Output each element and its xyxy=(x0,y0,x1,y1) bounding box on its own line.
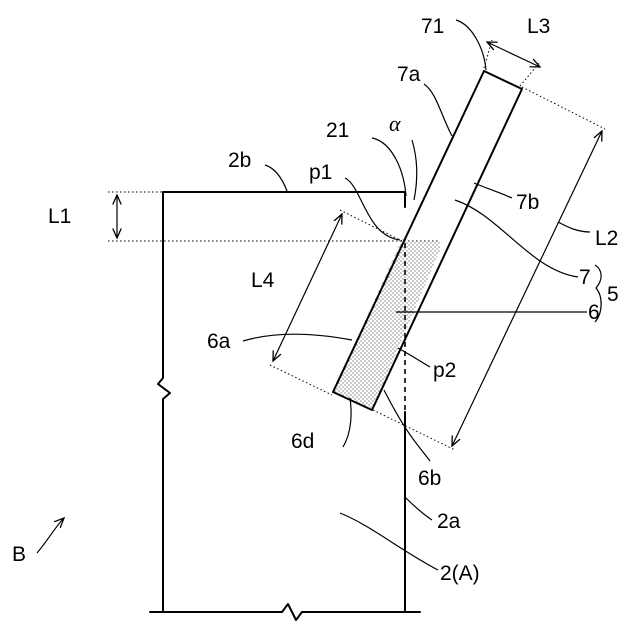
label-6: 6 xyxy=(588,301,600,324)
reference-labels: 71 L3 7a 21 α 2b p1 7b L1 L2 L4 7 5 6 6a… xyxy=(12,15,619,585)
ground-line xyxy=(150,604,420,620)
leader-B xyxy=(37,518,64,553)
l2-guide-bottom xyxy=(373,410,455,450)
leader-2a xyxy=(406,498,432,520)
label-alpha: α xyxy=(389,111,401,136)
leader-6b xyxy=(384,390,430,461)
label-L2: L2 xyxy=(595,227,618,250)
leader-2b xyxy=(265,165,287,191)
label-7: 7 xyxy=(579,266,591,289)
label-L4: L4 xyxy=(251,269,275,292)
label-2a: 2a xyxy=(437,510,461,533)
label-B: B xyxy=(12,543,26,566)
label-p2: p2 xyxy=(433,359,456,382)
leader-21 xyxy=(372,138,406,196)
label-p1: p1 xyxy=(309,161,332,184)
label-7b: 7b xyxy=(516,191,539,214)
label-6a: 6a xyxy=(207,330,231,353)
label-6b: 6b xyxy=(418,467,441,490)
base-member-2 xyxy=(150,192,420,620)
leader-6a xyxy=(243,334,352,341)
base-left-edge xyxy=(158,192,170,612)
label-6d: 6d xyxy=(291,430,314,453)
leader-p2 xyxy=(398,348,430,367)
label-L1: L1 xyxy=(48,205,71,228)
leader-7b xyxy=(474,183,512,198)
dim-L4-arrow xyxy=(273,214,342,361)
leader-alpha xyxy=(412,140,417,200)
leader-2A xyxy=(340,513,438,570)
label-2b: 2b xyxy=(228,149,251,172)
leader-71 xyxy=(456,20,486,70)
label-21: 21 xyxy=(326,119,349,142)
stipple-region-6 xyxy=(333,239,440,410)
leader-6d xyxy=(343,398,351,447)
l4-guide-bottom xyxy=(270,365,332,395)
label-2A: 2(A) xyxy=(440,562,480,585)
leader-7a xyxy=(424,84,452,136)
label-7a: 7a xyxy=(397,63,421,86)
l4-guide-top xyxy=(340,210,402,241)
label-5: 5 xyxy=(607,283,619,306)
label-71: 71 xyxy=(421,15,444,38)
label-L3: L3 xyxy=(527,15,550,38)
leader-p1 xyxy=(345,178,400,240)
l2-guide-top xyxy=(522,87,605,129)
dim-L3-arrow xyxy=(487,42,540,67)
embedded-portion-6 xyxy=(333,239,440,410)
leader-L2 xyxy=(558,222,590,232)
